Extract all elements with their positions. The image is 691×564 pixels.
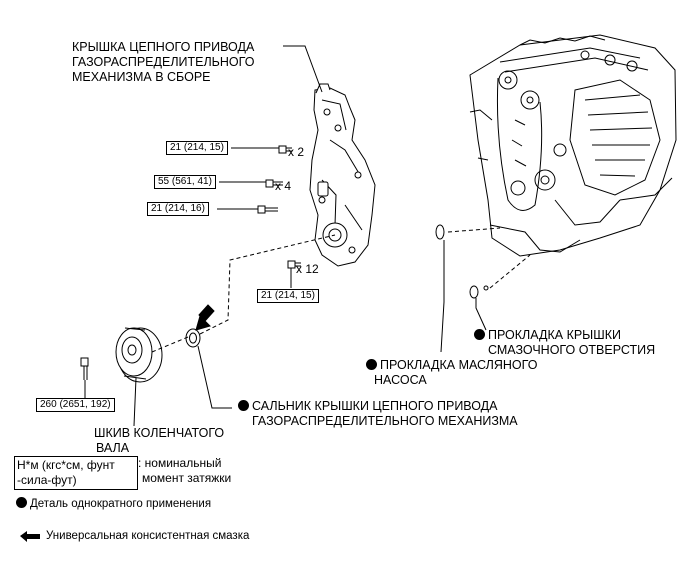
pulley-label: ШКИВ КОЛЕНЧАТОГО ВАЛА <box>94 426 225 455</box>
oil-hole-gasket-label: ПРОКЛАДКА КРЫШКИ СМАЗОЧНОГО ОТВЕРСТИЯ <box>474 328 655 358</box>
grease-arrow-icon <box>195 304 215 331</box>
alignment-lines <box>151 227 531 353</box>
torque-box: 55 (561, 41) <box>154 175 216 189</box>
non-reusable-legend: Деталь однократного применения <box>16 497 211 511</box>
cover-label-line1: КРЫШКА ЦЕПНОГО ПРИВОДА <box>72 40 255 54</box>
non-reusable-dot-icon <box>16 497 27 508</box>
quantity-multiplier: x 2 <box>288 145 305 159</box>
oil-seal-illustration <box>185 328 201 348</box>
bolt-icon <box>265 179 274 188</box>
oil-hole-gasket-illustration <box>469 285 479 299</box>
engine-illustration <box>469 34 677 257</box>
cover-label: КРЫШКА ЦЕПНОГО ПРИВОДА ГАЗОРАСПРЕДЕЛИТЕЛ… <box>72 40 254 85</box>
non-reusable-dot-icon <box>366 359 377 370</box>
bolts <box>80 145 301 380</box>
bolt-icon <box>287 260 296 269</box>
grease-legend-arrow-icon <box>20 531 40 542</box>
torque-box: 260 (2651, 192) <box>36 398 115 412</box>
torque-unit-description: : номинальный момент затяжки <box>138 456 232 485</box>
crankshaft-pulley-illustration <box>115 327 163 383</box>
bolt-icon <box>278 145 287 154</box>
oil-seal-label: САЛЬНИК КРЫШКИ ЦЕПНОГО ПРИВОДА ГАЗОРАСПР… <box>238 399 518 429</box>
oil-pump-gasket-illustration <box>435 224 445 240</box>
leader-lines <box>84 45 487 427</box>
bolt-icon <box>80 357 89 367</box>
non-reusable-dot-icon <box>238 400 249 411</box>
bolt-icon <box>257 205 266 214</box>
cover-label-line3: МЕХАНИЗМА В СБОРЕ <box>72 70 211 84</box>
quantity-multiplier: x 12 <box>296 262 319 276</box>
cover-label-line2: ГАЗОРАСПРЕДЕЛИТЕЛЬНОГО <box>72 55 255 69</box>
grease-legend: Универсальная консистентная смазка <box>46 530 250 542</box>
oil-pump-gasket-label: ПРОКЛАДКА МАСЛЯНОГО НАСОСА <box>366 358 537 388</box>
non-reusable-dot-icon <box>474 329 485 340</box>
torque-box: 21 (214, 16) <box>147 202 209 216</box>
quantity-multiplier: x 4 <box>275 179 292 193</box>
torque-unit-legend: Н*м (кгс*см, фунт -сила-фут) <box>14 456 138 490</box>
torque-box: 21 (214, 15) <box>257 289 319 303</box>
torque-box: 21 (214, 15) <box>166 141 228 155</box>
